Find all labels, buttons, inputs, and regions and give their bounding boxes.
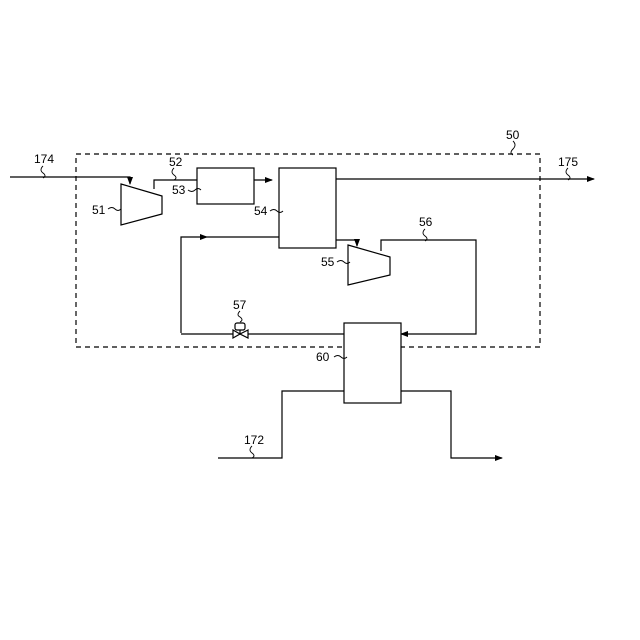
label-57: 57: [233, 298, 247, 312]
label-54: 54: [254, 204, 268, 218]
leader-51: [108, 208, 121, 211]
label-50: 50: [506, 128, 520, 142]
label-172: 172: [244, 433, 264, 447]
leader-175: [566, 168, 570, 180]
leader-57: [238, 311, 242, 322]
label-175: 175: [558, 155, 578, 169]
label-55: 55: [321, 255, 335, 269]
inlet-line-174: [10, 177, 130, 184]
compressor-51: [121, 184, 162, 225]
line-172: [218, 391, 344, 458]
compressor-55: [348, 245, 390, 285]
unit-53: [197, 168, 254, 204]
exchanger-60: [344, 323, 401, 403]
label-56: 56: [419, 215, 433, 229]
loop-into-55: [336, 240, 357, 246]
line-56: [381, 240, 476, 334]
label-53: 53: [172, 183, 186, 197]
leader-174: [41, 166, 45, 178]
line-172-out: [401, 391, 502, 458]
leader-56: [423, 229, 427, 241]
label-51: 51: [92, 203, 106, 217]
loop-top-line: [181, 237, 207, 333]
valve-57: [233, 323, 248, 338]
leader-50: [511, 141, 515, 155]
leader-172: [250, 446, 254, 458]
label-174: 174: [34, 152, 54, 166]
leader-52: [172, 168, 176, 180]
label-52: 52: [169, 155, 183, 169]
exchanger-54: [279, 168, 336, 248]
label-60: 60: [316, 350, 330, 364]
